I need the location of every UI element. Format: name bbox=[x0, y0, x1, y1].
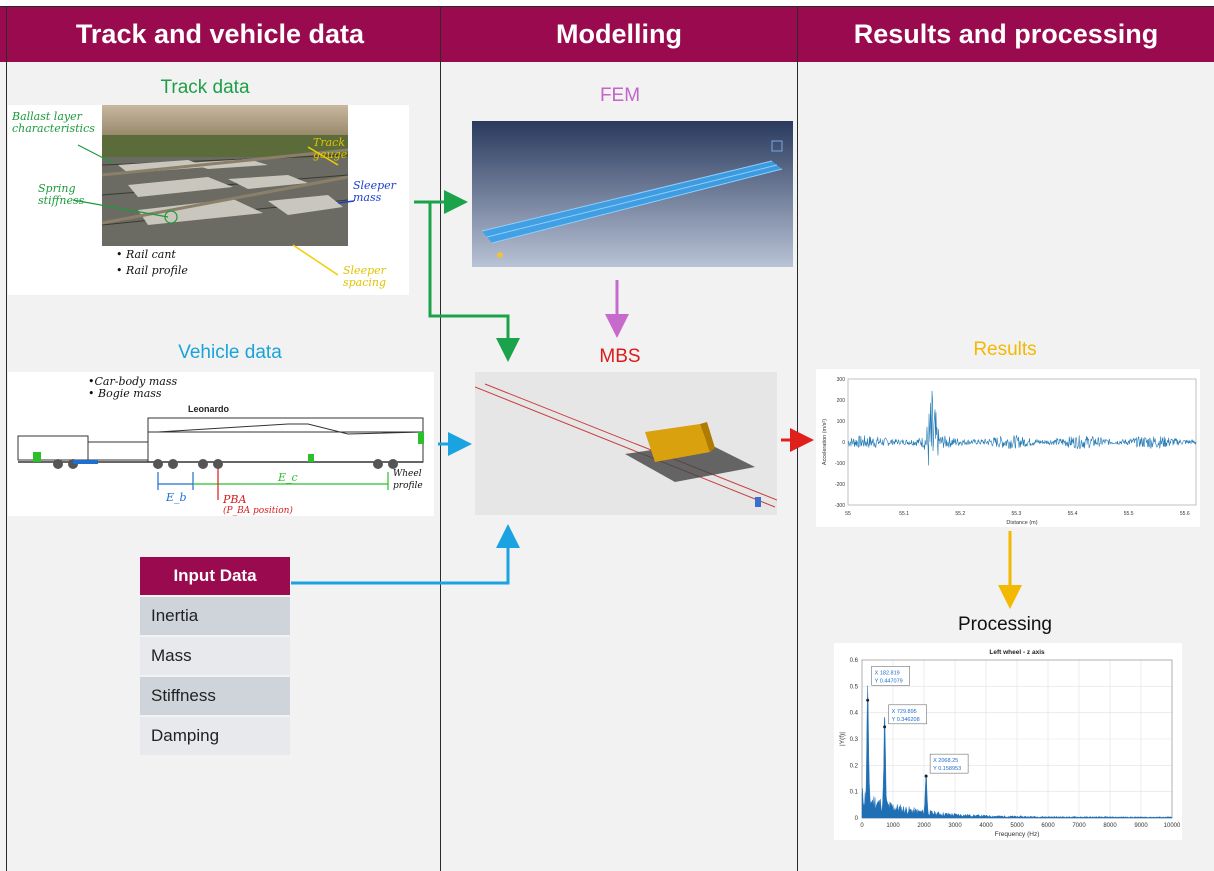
results-series-line bbox=[847, 390, 1197, 466]
fem-title: FEM bbox=[599, 85, 641, 106]
results-x-tick: 55 bbox=[845, 511, 851, 517]
results-x-tick: 55.5 bbox=[1124, 511, 1134, 517]
sleeper-spacing-annotation: Sleeper spacing bbox=[343, 264, 387, 289]
results-chart: 55 55.1 55.2 55.3 55.4 55.5 55.6 300 200 100 0 -100… bbox=[816, 369, 1200, 527]
input-data-table: Input Data Inertia Mass Stiffness Dampin… bbox=[140, 557, 290, 755]
fft-x-tick: 0 bbox=[860, 823, 864, 829]
processing-chart-svg: Left wheel - z axis 0 1000 2000 3000 4000 5000… bbox=[839, 649, 1181, 838]
spring-annotation: Spring stiffness bbox=[38, 182, 85, 207]
results-y-tick: 300 bbox=[837, 377, 846, 383]
vehicle-data-title: Vehicle data bbox=[178, 342, 282, 363]
vehicle-image: •Car-body mass • Bogie mass Leonardo E_b… bbox=[8, 372, 434, 516]
mbs-title: MBS bbox=[599, 346, 641, 367]
results-x-tick: 55.3 bbox=[1012, 511, 1022, 517]
header-modelling: Modelling bbox=[441, 6, 797, 62]
fft-datatip-y: Y 0.158953 bbox=[933, 766, 961, 772]
car-body-annotation: •Car-body mass bbox=[88, 375, 178, 388]
results-y-tick: 200 bbox=[837, 398, 846, 404]
vehicle-drawing-svg bbox=[17, 417, 424, 500]
input-data-header: Input Data bbox=[140, 557, 290, 595]
fft-x-tick: 4000 bbox=[979, 823, 993, 829]
fft-x-tick: 10000 bbox=[1164, 823, 1181, 829]
bogie-annotation: • Bogie mass bbox=[88, 387, 162, 400]
fem-mesh-svg bbox=[481, 140, 783, 258]
results-title: Results bbox=[973, 339, 1037, 360]
rail-profile-annotation: • Rail profile bbox=[116, 264, 188, 277]
fft-x-tick: 2000 bbox=[917, 823, 931, 829]
fft-datatip-x: X 729.895 bbox=[892, 709, 917, 715]
header-results: Results and processing bbox=[798, 6, 1214, 62]
sleeper-mass-annotation: Sleeper mass bbox=[353, 179, 396, 204]
results-x-tick: 55.2 bbox=[955, 511, 965, 517]
eb-annotation: E_b bbox=[166, 491, 187, 504]
fft-y-tick: 0.1 bbox=[850, 790, 859, 796]
fft-y-tick: 0.2 bbox=[850, 763, 859, 769]
fft-x-tick: 1000 bbox=[886, 823, 900, 829]
ec-annotation: E_c bbox=[278, 471, 298, 484]
fft-y-tick: 0.3 bbox=[850, 737, 859, 743]
arrow-track-to-mbs bbox=[428, 202, 520, 362]
pba-sub-annotation: (P_BA position) bbox=[223, 506, 293, 516]
results-x-label: Distance (m) bbox=[1006, 520, 1037, 526]
results-y-tick: 100 bbox=[837, 419, 846, 425]
fft-x-tick: 9000 bbox=[1134, 823, 1148, 829]
fft-datatip-marker bbox=[866, 698, 870, 702]
divider-left bbox=[6, 6, 7, 871]
fft-y-tick: 0.5 bbox=[850, 684, 859, 690]
fft-title: Left wheel - z axis bbox=[989, 649, 1045, 656]
track-photo-svg bbox=[72, 105, 355, 276]
fft-datatip-marker bbox=[883, 725, 887, 729]
fft-y-label: |Y(f)| bbox=[839, 732, 846, 746]
header-track-vehicle: Track and vehicle data bbox=[0, 6, 440, 62]
results-x-tick: 55.1 bbox=[899, 511, 909, 517]
fft-datatip-y: Y 0.346208 bbox=[892, 717, 920, 723]
fft-x-tick: 7000 bbox=[1072, 823, 1086, 829]
results-y-tick: -100 bbox=[835, 461, 845, 467]
rail-cant-annotation: • Rail cant bbox=[116, 248, 176, 261]
fft-datatip-y: Y 0.447079 bbox=[875, 678, 903, 684]
pba-annotation: PBA bbox=[223, 493, 247, 506]
input-row-mass: Mass bbox=[140, 637, 290, 675]
fft-y-tick: 0.4 bbox=[850, 711, 859, 717]
fft-series-area bbox=[861, 685, 1173, 819]
gauge-annotation: Track gauge bbox=[313, 136, 348, 161]
results-y-tick: -200 bbox=[835, 482, 845, 488]
results-y-label: Acceleration (m/s²) bbox=[822, 419, 828, 465]
vehicle-name: Leonardo bbox=[188, 404, 230, 414]
divider-1 bbox=[440, 6, 441, 871]
fft-datatip-box bbox=[929, 753, 969, 774]
input-row-damping: Damping bbox=[140, 717, 290, 755]
results-x-tick: 55.4 bbox=[1068, 511, 1078, 517]
track-image: Ballast layer characteristics Spring sti… bbox=[8, 105, 409, 295]
fft-x-tick: 6000 bbox=[1041, 823, 1055, 829]
fem-image bbox=[472, 121, 793, 267]
processing-title: Processing bbox=[958, 614, 1052, 635]
fft-x-label: Frequency (Hz) bbox=[995, 831, 1040, 838]
results-y-tick: -300 bbox=[835, 503, 845, 509]
fft-datatip-box bbox=[888, 704, 927, 725]
fft-x-tick: 8000 bbox=[1103, 823, 1117, 829]
mbs-model-svg bbox=[475, 383, 777, 508]
ballast-annotation: Ballast layer characteristics bbox=[12, 110, 95, 135]
wheel-profile-annotation: Wheel profile bbox=[393, 469, 423, 491]
fft-datatip-x: X 182.819 bbox=[875, 670, 900, 676]
fft-y-tick: 0 bbox=[855, 816, 859, 822]
fft-datatip-box bbox=[871, 666, 910, 686]
arrow-input-to-mbs bbox=[291, 524, 520, 585]
input-row-inertia: Inertia bbox=[140, 597, 290, 635]
fft-x-tick: 5000 bbox=[1010, 823, 1024, 829]
results-y-tick: 0 bbox=[842, 440, 845, 446]
fft-datatip-x: X 2068.25 bbox=[933, 758, 958, 764]
top-border bbox=[0, 6, 1214, 7]
input-row-stiffness: Stiffness bbox=[140, 677, 290, 715]
results-chart-svg: 55 55.1 55.2 55.3 55.4 55.5 55.6 300 200 100 0 -100… bbox=[822, 377, 1197, 526]
track-data-title: Track data bbox=[160, 77, 250, 98]
mbs-image bbox=[475, 372, 777, 515]
processing-chart: Left wheel - z axis 0 1000 2000 3000 4000 5000… bbox=[834, 643, 1182, 840]
fft-y-tick: 0.6 bbox=[850, 658, 859, 664]
results-x-tick: 55.6 bbox=[1180, 511, 1190, 517]
fft-x-tick: 3000 bbox=[948, 823, 962, 829]
fft-datatip-marker bbox=[924, 774, 928, 778]
